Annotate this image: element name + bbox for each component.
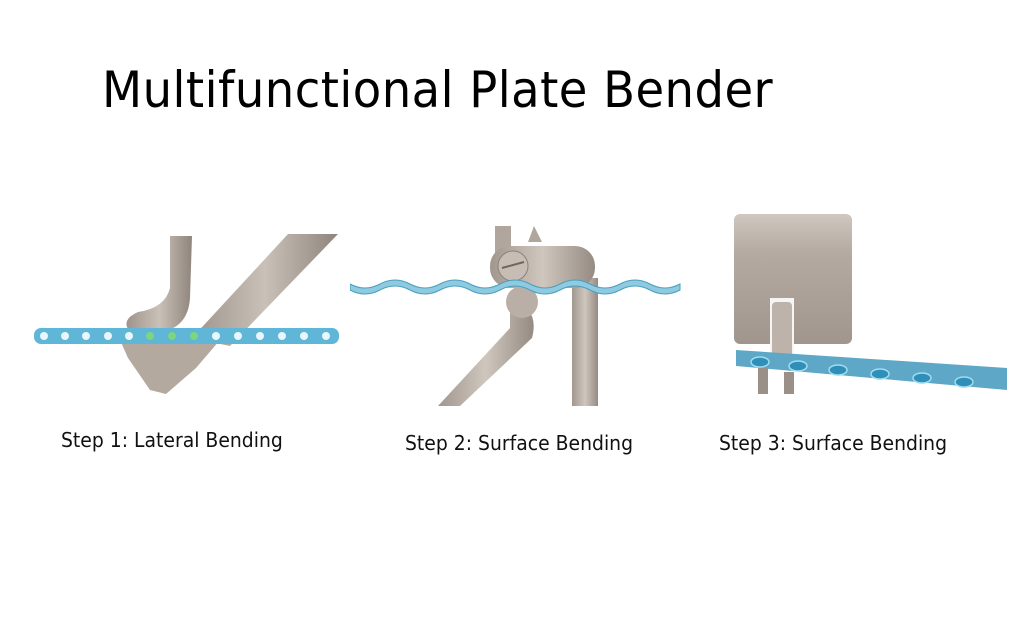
step-2-caption: Step 2: Surface Bending	[405, 431, 634, 455]
step-3-image	[722, 210, 1007, 396]
page-title: Multifunctional Plate Bender	[102, 61, 774, 119]
step-3-caption: Step 3: Surface Bending	[719, 431, 948, 455]
step-1-image	[20, 228, 345, 408]
step-1-caption: Step 1: Lateral Bending	[61, 428, 283, 452]
step-2-image	[350, 218, 685, 406]
